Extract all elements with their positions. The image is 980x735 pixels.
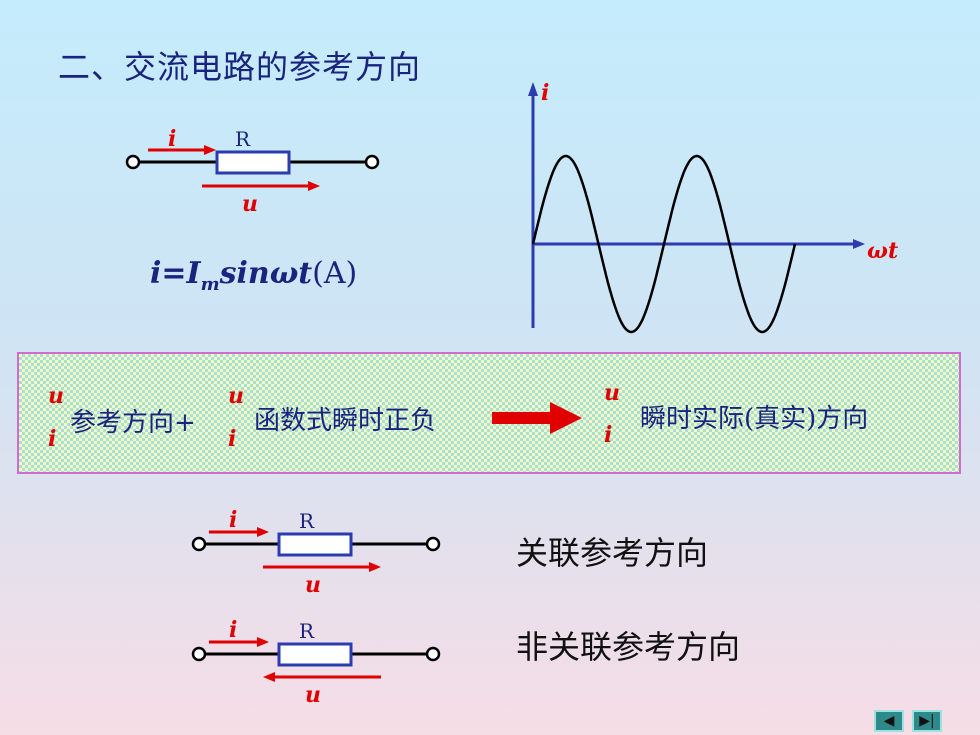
non-associated-caption: 非关联参考方向 xyxy=(516,628,741,666)
voltage-label: u xyxy=(305,682,321,708)
resistor xyxy=(277,642,353,667)
terminal-left xyxy=(191,536,207,552)
next-end-icon: ▶| xyxy=(919,713,935,729)
prev-slide-button[interactable]: ◀ xyxy=(874,710,904,732)
resistor-label: R xyxy=(235,127,251,151)
current-formula: i=Imsinωt(A) xyxy=(150,256,358,295)
x-axis-label: ωt xyxy=(867,238,898,264)
box-i-2: i xyxy=(228,426,237,452)
circuit-top: i R u xyxy=(125,126,380,215)
prev-icon: ◀ xyxy=(883,713,895,729)
terminal-left xyxy=(125,154,141,170)
current-label: i xyxy=(229,507,237,533)
resistor xyxy=(277,532,353,557)
current-label: i xyxy=(229,617,237,643)
y-axis-label: i xyxy=(541,80,549,106)
page-title: 二、交流电路的参考方向 xyxy=(58,48,422,86)
voltage-label: u xyxy=(242,191,258,215)
circuit-non-associated: i R u xyxy=(191,617,441,708)
box-text-actual: 瞬时实际(真实)方向 xyxy=(640,404,869,434)
direction-explanation-box xyxy=(17,352,961,474)
resistor-label: R xyxy=(299,509,315,533)
box-u-1: u xyxy=(48,383,64,409)
terminal-right xyxy=(364,154,380,170)
current-label: i xyxy=(168,126,176,152)
next-slide-button[interactable]: ▶| xyxy=(912,710,942,732)
terminal-right xyxy=(425,536,441,552)
box-i-3: i xyxy=(604,422,613,448)
box-text-reference: 参考方向+ xyxy=(70,408,196,438)
box-i-1: i xyxy=(48,426,57,452)
terminal-left xyxy=(191,646,207,662)
box-text-function: 函数式瞬时正负 xyxy=(254,406,437,436)
box-u-2: u xyxy=(228,383,244,409)
resistor-label: R xyxy=(299,619,315,643)
terminal-right xyxy=(425,646,441,662)
right-arrow-icon xyxy=(492,402,582,434)
circuit-associated: i R u xyxy=(191,507,441,598)
sine-curve xyxy=(531,154,797,334)
associated-caption: 关联参考方向 xyxy=(516,534,709,572)
sine-wave-chart: i ωt xyxy=(528,80,898,334)
voltage-label: u xyxy=(305,572,321,598)
box-u-3: u xyxy=(604,380,620,406)
resistor xyxy=(215,150,291,175)
